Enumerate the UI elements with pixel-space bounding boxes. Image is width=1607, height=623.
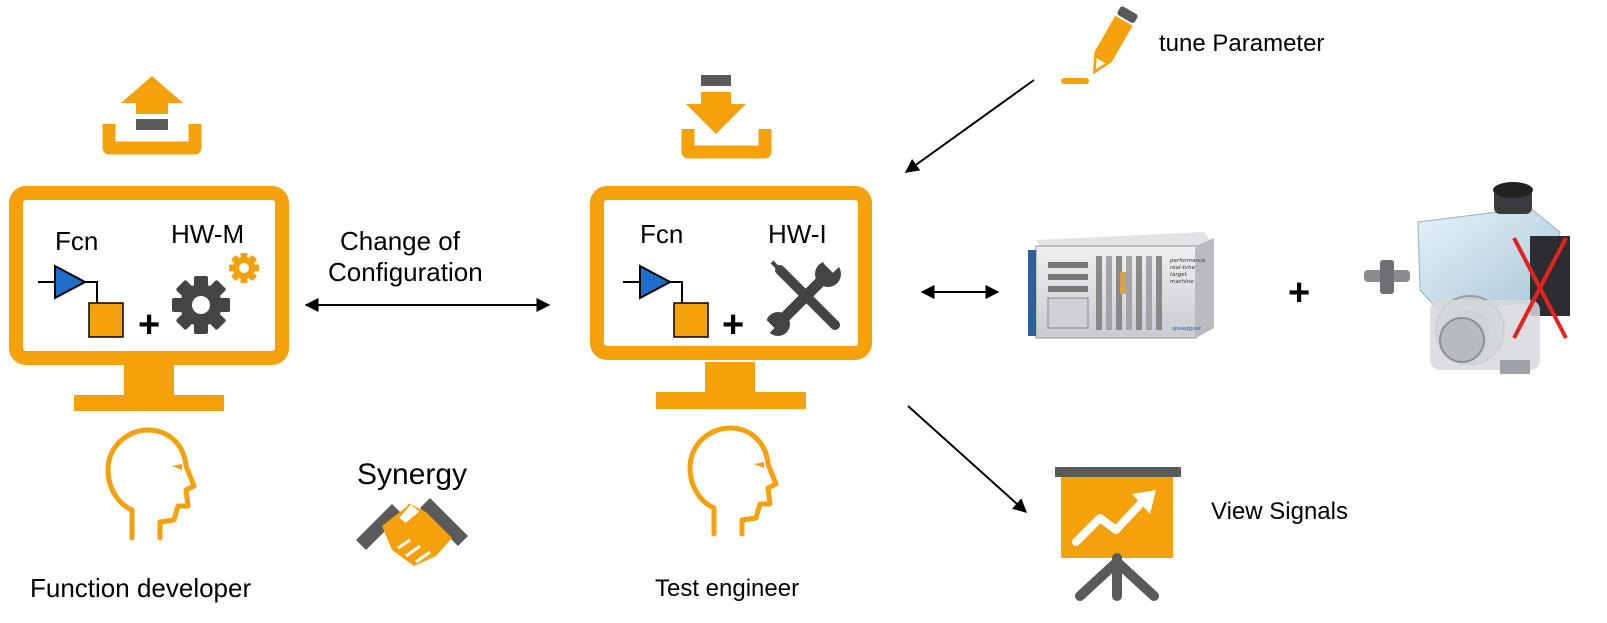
exchange-label-line1: Change of xyxy=(340,226,460,256)
tester-fcn-label: Fcn xyxy=(640,219,684,249)
pencil-icon xyxy=(1061,6,1138,84)
upload-icon xyxy=(102,76,202,155)
developer-fcn-label: Fcn xyxy=(55,226,99,256)
target-machine-caption: performance real-time target machine spe… xyxy=(1169,258,1206,332)
target-text-line: target xyxy=(1170,272,1188,278)
tools-icon xyxy=(757,253,843,337)
hardware-plus: + xyxy=(1288,272,1311,314)
view-signals-label: View Signals xyxy=(1211,498,1348,525)
developer-plus: + xyxy=(138,304,161,346)
handshake-icon xyxy=(356,498,468,566)
developer-role-label: Function developer xyxy=(30,573,252,603)
target-text-line: real-time xyxy=(1170,265,1196,271)
target-text-line: performance xyxy=(1169,258,1206,264)
tester-hw-label: HW-I xyxy=(768,219,827,249)
presentation-chart-icon xyxy=(1055,467,1181,601)
developer-hw-label: HW-M xyxy=(171,219,245,249)
head-profile-icon xyxy=(687,425,779,537)
function-block-icon xyxy=(38,264,124,338)
exchange-label: Change of Configuration xyxy=(328,226,538,288)
tune-arrow xyxy=(904,79,1035,173)
tester-role-label: Test engineer xyxy=(655,575,800,602)
tester-plus: + xyxy=(722,304,745,346)
developer-monitor-icon xyxy=(9,186,289,411)
real-time-target-machine-icon xyxy=(1028,232,1214,339)
view-arrow xyxy=(907,405,1028,513)
function-block-icon xyxy=(623,264,709,338)
download-icon xyxy=(681,75,772,159)
tune-parameter-label: tune Parameter xyxy=(1159,30,1325,57)
head-profile-icon xyxy=(105,427,197,541)
brake-unit-icon xyxy=(1364,182,1570,374)
gear-icon xyxy=(172,253,259,334)
exchange-label-line2: Configuration xyxy=(328,257,483,287)
tester-monitor-icon xyxy=(590,186,872,409)
target-text-line: machine xyxy=(1170,279,1194,285)
target-brand: speedgoat xyxy=(1172,326,1202,332)
synergy-label: Synergy xyxy=(357,458,468,491)
